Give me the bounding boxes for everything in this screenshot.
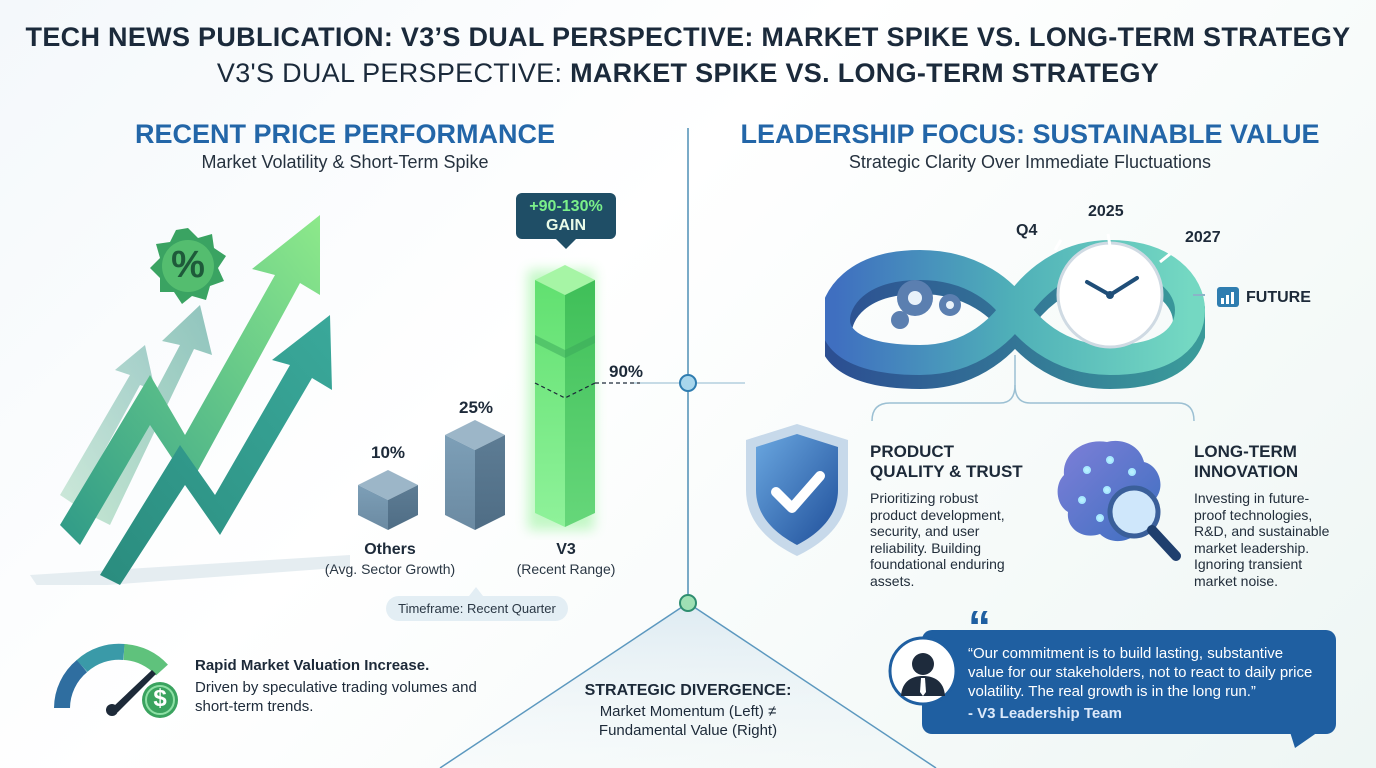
arrow-secondary	[100, 315, 332, 585]
others-caption: (Avg. Sector Growth)	[324, 561, 456, 577]
subtitle-bold: MARKET SPIKE VS. LONG-TERM STRATEGY	[570, 58, 1160, 88]
divergence-triangle	[440, 603, 936, 768]
v3-label: V3	[556, 541, 576, 558]
timeline-2025: 2025	[1088, 203, 1124, 220]
percent-badge-icon	[150, 228, 226, 304]
gain-label: GAIN	[546, 217, 586, 234]
subtitle-light: V3'S DUAL PERSPECTIVE:	[216, 58, 571, 88]
card-innovation-body: Investing in future-proof technologies, …	[1194, 490, 1330, 589]
gauge-title: Rapid Market Valuation Increase.	[195, 657, 430, 674]
bar-others-small	[358, 470, 418, 530]
left-subheading: Market Volatility & Short-Term Spike	[201, 152, 489, 172]
dollar-coin-icon	[142, 682, 178, 718]
percent-badge-symbol: %	[171, 244, 205, 286]
bar-value-10: 10%	[370, 443, 406, 462]
clock-icon	[1056, 241, 1164, 349]
divider-node-bottom	[679, 594, 697, 612]
shield-check-icon	[746, 424, 848, 556]
timeframe-pill: Timeframe: Recent Quarter	[386, 596, 568, 621]
card-quality-title: PRODUCT QUALITY & TRUST	[870, 442, 1050, 482]
timeline-2027: 2027	[1185, 229, 1221, 246]
quote-attribution: - V3 Leadership Team	[968, 705, 1122, 722]
page-subtitle: V3'S DUAL PERSPECTIVE: MARKET SPIKE VS. …	[0, 58, 1376, 89]
brain-magnifier-icon	[1057, 440, 1181, 561]
divergence-line-2: Fundamental Value (Right)	[598, 722, 778, 739]
page-title: TECH NEWS PUBLICATION: V3’S DUAL PERSPEC…	[25, 22, 1351, 52]
bar-v3	[528, 265, 596, 530]
infinity-timeline-graphic	[825, 233, 1205, 390]
growth-chart-icon	[1217, 287, 1239, 307]
arrow-faded-small	[60, 345, 155, 505]
badge-pointer	[555, 238, 577, 249]
divergence-title: STRATEGIC DIVERGENCE:	[584, 682, 792, 699]
timeline-future: FUTURE	[1246, 289, 1311, 306]
gears-icon	[891, 280, 961, 329]
others-label: Others	[364, 541, 416, 558]
v3-caption: (Recent Range)	[516, 561, 616, 577]
divergence-line-1: Market Momentum (Left) ≠	[599, 703, 777, 720]
gauge-icon	[54, 643, 168, 716]
leadership-quote-box: “Our commitment is to build lasting, sub…	[922, 630, 1336, 734]
quote-tail	[1290, 732, 1318, 748]
gain-badge: +90-130% GAIN	[516, 193, 616, 239]
bar-value-90: 90%	[608, 362, 644, 381]
gain-range: +90-130%	[529, 198, 603, 215]
leader-avatar	[888, 636, 958, 706]
card-quality-body: Prioritizing robust product development,…	[870, 490, 1005, 589]
right-subheading: Strategic Clarity Over Immediate Fluctua…	[848, 152, 1212, 172]
branch-bracket	[871, 355, 1195, 422]
pill-pointer	[469, 587, 483, 596]
arrow-main	[60, 215, 320, 545]
dollar-symbol: $	[153, 685, 167, 712]
gauge-text: Driven by speculative trading volumes an…	[195, 679, 477, 715]
bar-value-25: 25%	[458, 398, 494, 417]
card-innovation-title-line1: LONG-TERM	[1194, 442, 1297, 461]
card-innovation-title-line2: INNOVATION	[1194, 462, 1299, 481]
card-quality-title-line1: PRODUCT	[870, 442, 955, 461]
bar-others-tall	[445, 420, 505, 530]
card-quality-title-line2: QUALITY & TRUST	[870, 462, 1023, 481]
right-heading: LEADERSHIP FOCUS: SUSTAINABLE VALUE	[740, 119, 1320, 149]
rising-arrows-illustration	[30, 215, 350, 585]
left-heading: RECENT PRICE PERFORMANCE	[134, 119, 556, 149]
card-innovation-title: LONG-TERM INNOVATION	[1194, 442, 1354, 482]
divider-node-top	[679, 374, 697, 392]
timeline-q4: Q4	[1016, 222, 1038, 239]
quote-text: “Our commitment is to build lasting, sub…	[968, 645, 1313, 700]
bar-chart	[358, 265, 640, 530]
